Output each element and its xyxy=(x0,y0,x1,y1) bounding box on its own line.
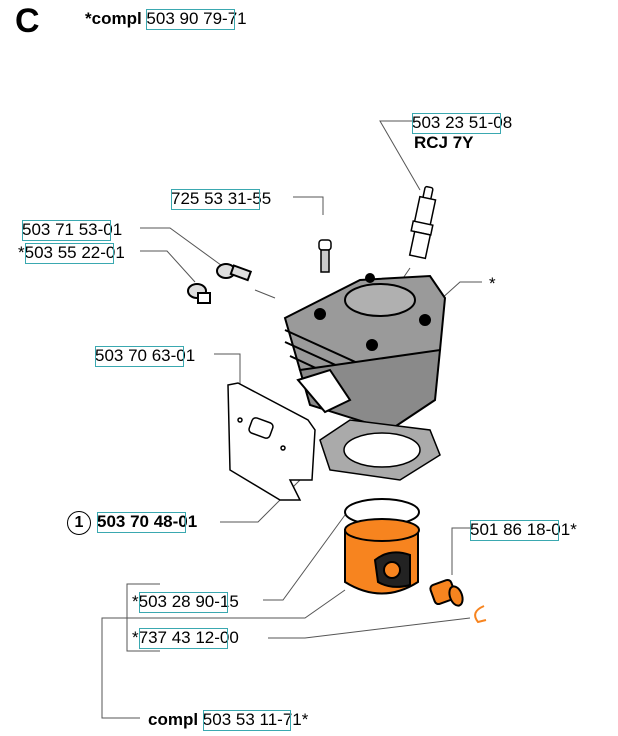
needle-bearing-drawing xyxy=(429,578,464,607)
leader-gasket-plate xyxy=(214,353,241,390)
circlip-drawing xyxy=(474,605,487,624)
cylinder-gasket-label: 1 503 70 48-01 xyxy=(67,511,197,535)
leader-piston xyxy=(127,589,346,619)
valve-drawing xyxy=(187,263,253,304)
spark-plug-part-number-link[interactable]: 503 23 51-08 xyxy=(412,113,513,134)
decomp-valve-part-number-link[interactable]: 503 71 53-01 xyxy=(22,220,123,241)
screw-drawing xyxy=(318,239,332,273)
plug-part-number-link[interactable]: 503 55 22-01 xyxy=(24,243,125,264)
screw-part-number-link[interactable]: 725 53 31-55 xyxy=(171,189,272,210)
gasket-plate-drawing xyxy=(227,382,316,501)
circlip-part-number-link[interactable]: 737 43 12-00 xyxy=(138,628,239,649)
leader-decomp xyxy=(140,227,226,269)
screw-label: 725 53 31-55 xyxy=(171,189,272,210)
cylinder-gasket-drawing xyxy=(319,419,441,481)
gasket-plate-label: 503 70 63-01 xyxy=(95,346,196,367)
circlip-label: *737 43 12-00 xyxy=(132,628,239,649)
needle-bearing-part-number-link[interactable]: 501 86 18-01 xyxy=(470,520,571,541)
piston-kit-part-number-link[interactable]: 503 53 11-71 xyxy=(202,710,302,731)
leader-screw xyxy=(293,196,324,215)
spark-plug-note: RCJ 7Y xyxy=(414,133,474,152)
cylinder-marker: * xyxy=(489,274,496,293)
plug-label: *503 55 22-01 xyxy=(18,243,125,264)
assembly-header: *compl 503 90 79-71 xyxy=(85,9,247,30)
leader-cylinder xyxy=(439,281,482,301)
bracket-outer xyxy=(101,617,140,719)
leader-plug xyxy=(140,250,196,283)
leader-spark-plug xyxy=(379,120,421,191)
decomp-valve-label: 503 71 53-01 xyxy=(22,220,123,241)
gasket-plate-part-number-link[interactable]: 503 70 63-01 xyxy=(95,346,196,367)
piston-drawing xyxy=(344,518,420,595)
spark-plug-label: 503 23 51-08 xyxy=(412,113,513,134)
section-letter: C xyxy=(15,2,40,40)
spark-plug-drawing xyxy=(408,185,437,260)
leader-circlip xyxy=(268,617,471,639)
piston-ring-label: *503 28 90-15 xyxy=(132,592,239,613)
item-index-badge: 1 xyxy=(67,511,91,535)
needle-bearing-label: 501 86 18-01* xyxy=(470,520,577,541)
header-part-number-link[interactable]: 503 90 79-71 xyxy=(146,9,247,30)
header-prefix: *compl xyxy=(85,9,142,28)
leader-piston-ring xyxy=(263,514,346,601)
leader-needle-bearing xyxy=(451,527,470,575)
piston-kit-label: compl 503 53 11-71* xyxy=(148,710,309,731)
cylinder-gasket-part-number-link[interactable]: 503 70 48-01 xyxy=(97,512,198,534)
piston-ring-part-number-link[interactable]: 503 28 90-15 xyxy=(138,592,239,613)
cylinder-drawing xyxy=(283,273,447,432)
